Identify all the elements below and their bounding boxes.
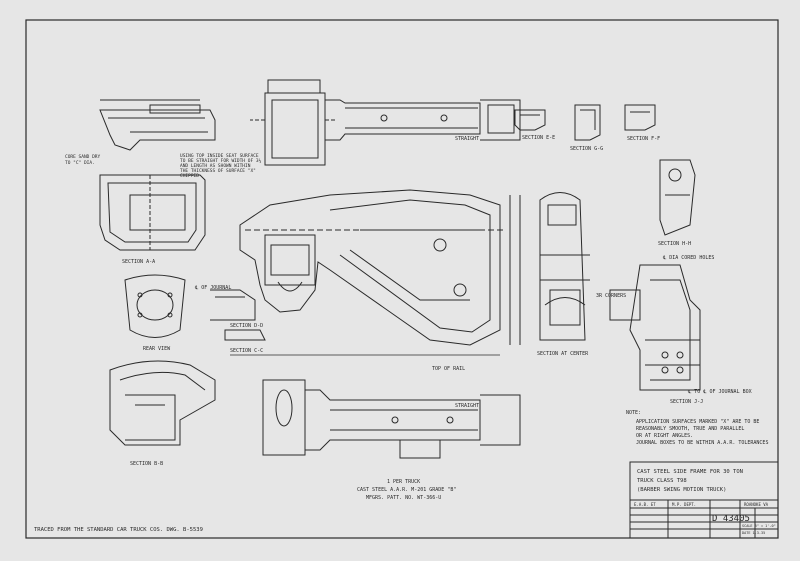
- part-note-line-2: CAST STEEL A.A.R. M-201 GRADE "B": [357, 487, 456, 493]
- journal-box-centerline-label: ℄ TO ℄ OF JOURNAL BOX: [687, 389, 752, 395]
- bottom-plan-view: [262, 379, 521, 459]
- title-line-1: CAST STEEL SIDE FRAME FOR 30 TON: [637, 469, 743, 475]
- section-h-h-view: [659, 159, 696, 236]
- part-note-line-1: 1 PER TRUCK: [387, 479, 420, 485]
- department: M.P. DEPT.: [672, 502, 696, 507]
- date: DATE 1-3-35: [742, 531, 765, 535]
- title-line-3: (BARBER SWING MOTION TRUCK): [637, 487, 726, 493]
- straight-label-bottom: STRAIGHT: [455, 403, 479, 409]
- section-b-b-label: SECTION B-B: [130, 461, 163, 467]
- seat-note-line-4: THE THICKNESS OF SURFACE "X": [180, 168, 256, 174]
- section-d-d-label: SECTION D-D: [230, 323, 263, 329]
- section-f-f-view: [624, 104, 656, 131]
- section-e-e-view: [514, 109, 546, 131]
- section-at-center-view: [539, 192, 590, 341]
- note-line-1: APPLICATION SURFACES MARKED "X" ARE TO B…: [636, 419, 759, 425]
- top-elevation-view: [250, 79, 521, 166]
- title-block-frame: [629, 461, 779, 539]
- scale: SCALE 3" = 1'-0": [742, 524, 776, 528]
- note-line-3: OR AT RIGHT ANGLES.: [636, 433, 693, 439]
- seat-note-line-5: CHIPPED: [180, 173, 199, 179]
- section-j-j-view: [609, 264, 701, 391]
- note-line-4: JOURNAL BOXES TO BE WITHIN A.A.R. TOLERA…: [636, 440, 768, 446]
- title-line-2: TRUCK CLASS T98: [637, 478, 687, 484]
- traced-note: TRACED FROM THE STANDARD CAR TRUCK COS. …: [34, 527, 203, 533]
- side-frame-elevation: [230, 189, 521, 356]
- section-e-e-label: SECTION E-E: [522, 135, 555, 141]
- core-note-line-2: TO "C" DIA.: [65, 160, 95, 166]
- drawing-number: D 43405: [712, 514, 750, 524]
- section-a-a-view: [99, 174, 206, 251]
- cored-holes-label: ℄ DIA CORED HOLES: [662, 255, 714, 261]
- top-of-rail-label: TOP OF RAIL: [432, 366, 465, 372]
- section-g-g-view: [574, 104, 601, 141]
- straight-label-top: STRAIGHT: [455, 136, 479, 142]
- section-d-d-view: [210, 289, 266, 341]
- section-f-f-label: SECTION F-F: [627, 136, 660, 142]
- section-g-g-label: SECTION G-G: [570, 146, 603, 152]
- section-b-b-view: [109, 360, 216, 446]
- section-j-j-label: SECTION J-J: [670, 399, 703, 405]
- section-at-center-label: SECTION AT CENTER: [537, 351, 589, 357]
- seat-note-line-2: TO BE STRAIGHT FOR WIDTH OF 3¼: [180, 158, 262, 164]
- section-a-a-label: SECTION A-A: [122, 259, 155, 265]
- location: ROANOKE VA: [744, 502, 769, 507]
- rear-view-label: REAR VIEW: [143, 346, 171, 352]
- note-heading: NOTE:: [626, 410, 641, 416]
- core-note-line-1: CORE SAND DRY: [65, 154, 101, 160]
- top-left-detail-view: [99, 99, 216, 151]
- note-line-2: REASONABLY SMOOTH, TRUE AND PARALLEL: [636, 426, 744, 432]
- drawn-by: E.A.B. ET: [634, 502, 656, 507]
- corners-label: 3R CORNERS: [596, 293, 626, 299]
- section-c-c-label: SECTION C-C: [230, 348, 263, 354]
- journal-centerline-label: ℄ OF JOURNAL: [194, 285, 231, 291]
- rear-view: [124, 274, 186, 338]
- part-note-line-3: MFGRS. PATT. NO. WT-366-U: [366, 495, 441, 501]
- seat-note-line-1: USING TOP INSIDE SEAT SURFACE: [180, 153, 259, 159]
- seat-note-line-3: AND LENGTH AS SHOWN WITHIN: [180, 163, 251, 169]
- section-h-h-label: SECTION H-H: [658, 241, 691, 247]
